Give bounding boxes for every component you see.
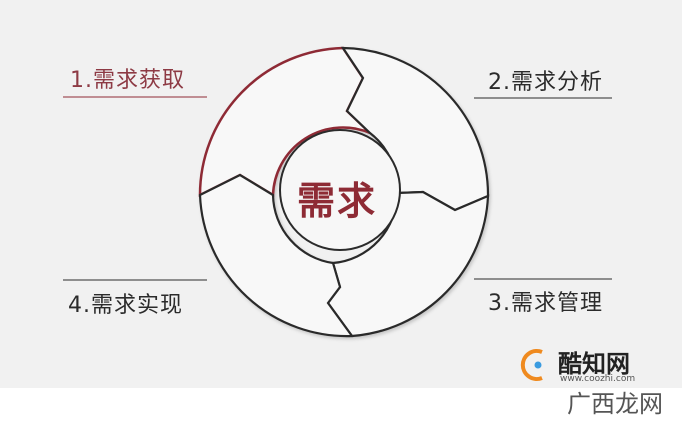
segment-4-implement: [198, 173, 355, 338]
stage-label-acquire: 1.需求获取: [70, 68, 185, 93]
center-hub: [279, 129, 401, 251]
watermark-dot: [534, 361, 542, 369]
watermark-subtitle: 广西龙网: [567, 390, 663, 418]
stage-label-implement: 4.需求实现: [68, 293, 183, 318]
watermark-brand: 酷知网: [558, 350, 630, 378]
stage-label-analyze: 2.需求分析: [488, 70, 603, 95]
watermark-url: www.coozhi.com: [560, 374, 636, 384]
watermark-c-mark: [520, 349, 543, 381]
stage-label-manage: 3.需求管理: [488, 291, 603, 316]
center-title: 需求: [297, 179, 378, 223]
bottom-strip: [0, 388, 682, 421]
